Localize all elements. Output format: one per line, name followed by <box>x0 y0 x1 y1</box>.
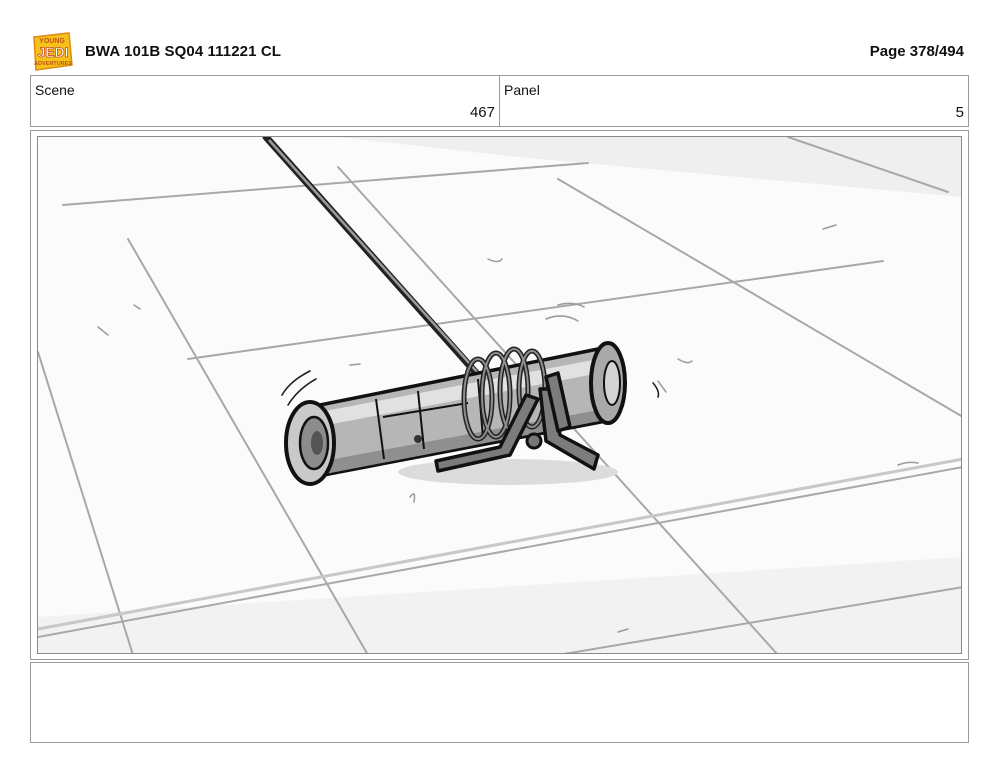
panel-drawing-area <box>37 136 962 654</box>
logo-line-1: YOUNG <box>39 38 65 45</box>
storyboard-panel <box>30 130 969 660</box>
page-counter: Page 378/494 <box>869 43 964 60</box>
panel-label: Panel <box>504 82 540 98</box>
panel-cell: Panel 5 <box>499 76 968 126</box>
scene-panel-info: Scene 467 Panel 5 <box>30 75 969 127</box>
young-jedi-adventures-logo-icon: YOUNG JEDI ADVENTURES <box>33 32 73 71</box>
scene-number: 467 <box>469 104 495 121</box>
scene-cell: Scene 467 <box>31 76 499 126</box>
scene-label: Scene <box>35 82 75 98</box>
lightsaber-hilt-grabbed-by-cable-claw-icon <box>38 137 961 653</box>
logo-line-3: ADVENTURES <box>34 61 72 67</box>
logo-line-2: JEDI <box>37 44 68 60</box>
document-title: BWA 101B SQ04 111221 CL <box>85 43 282 60</box>
panel-notes-box <box>30 662 969 743</box>
panel-number: 5 <box>955 104 964 121</box>
show-logo: YOUNG JEDI ADVENTURES <box>31 31 74 72</box>
